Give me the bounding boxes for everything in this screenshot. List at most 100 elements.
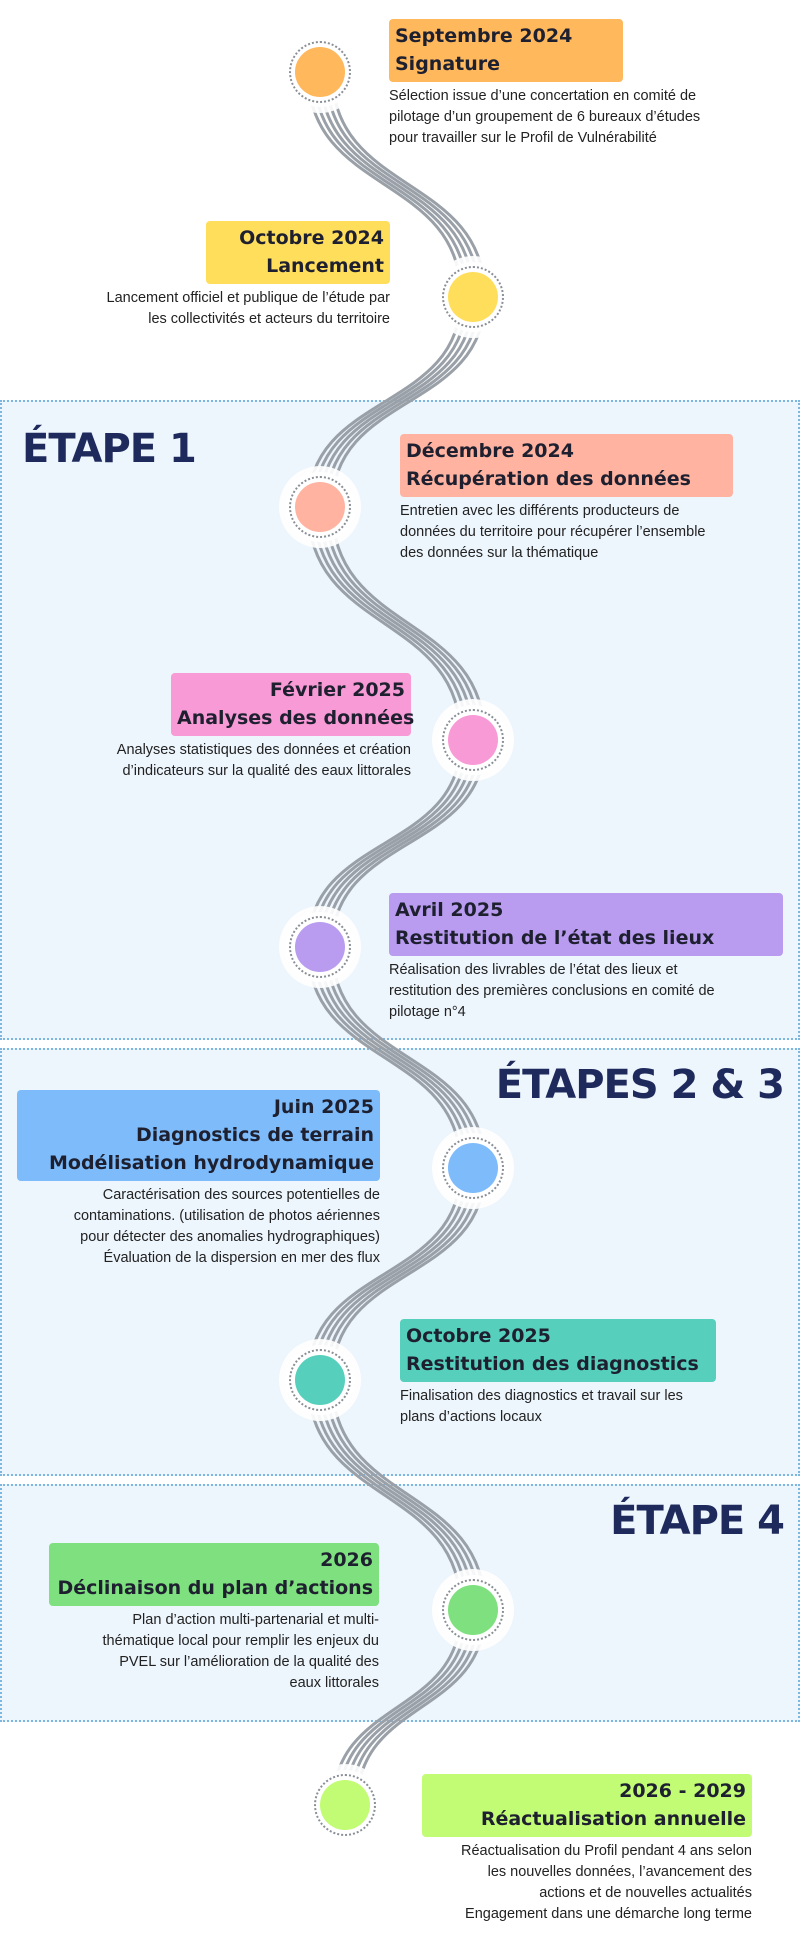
road-strand — [349, 1608, 481, 1807]
road-strand — [324, 295, 481, 509]
road-strand — [312, 945, 469, 1170]
road-strand — [318, 1166, 475, 1382]
event-tag: Décembre 2024 Récupération des données — [400, 434, 733, 497]
event-2026-2029: 2026 - 2029 Réactualisation annuelle Réa… — [400, 1774, 752, 1925]
node-dot — [448, 715, 498, 765]
event-title: Lancement — [266, 255, 384, 277]
event-title: Signature — [395, 53, 501, 75]
stage-2-3-panel: ÉTAPES 2 & 3 — [0, 1048, 800, 1476]
road-strand — [330, 1166, 487, 1382]
event-tag: Octobre 2024 Lancement — [206, 221, 390, 284]
timeline-node — [285, 1345, 355, 1415]
event-description: Caractérisation des sources potentielles… — [73, 1187, 380, 1266]
road-strand — [306, 1378, 463, 1612]
event-title: Réactualisation annuelle — [480, 1808, 746, 1830]
road-strand — [306, 738, 463, 949]
timeline-node — [285, 37, 355, 107]
event-date: Février 2025 — [269, 679, 405, 701]
event-title: Restitution des diagnostics — [406, 1353, 699, 1375]
node-dot — [448, 1143, 498, 1193]
event-2026: 2026 Déclinaison du plan d’actions Plan … — [40, 1543, 379, 1694]
road-strand — [355, 1608, 487, 1807]
road-strand — [306, 295, 463, 509]
road-strand — [324, 1166, 481, 1382]
road-strand — [306, 945, 463, 1170]
event-tag: Octobre 2025 Restitution des diagnostics — [400, 1319, 716, 1382]
node-dot — [320, 1780, 370, 1830]
node-dot — [448, 272, 498, 322]
event-description: Finalisation des diagnostics et travail … — [400, 1388, 683, 1425]
node-dot — [448, 1585, 498, 1635]
event-title-2: Modélisation hydrodynamique — [49, 1152, 374, 1174]
road-strand — [312, 1378, 469, 1612]
road-strand — [330, 295, 487, 509]
event-tag: 2026 - 2029 Réactualisation annuelle — [422, 1774, 752, 1837]
event-date: 2026 — [320, 1549, 373, 1571]
event-title: Déclinaison du plan d’actions — [57, 1577, 373, 1599]
road-strand — [343, 1608, 475, 1807]
stage-2-3-title: ÉTAPES 2 & 3 — [495, 1062, 785, 1108]
event-fevrier-2025: Février 2025 Analyses des données Analys… — [40, 673, 415, 782]
event-description: Réactualisation du Profil pendant 4 ans … — [461, 1843, 752, 1922]
event-octobre-2024: Octobre 2024 Lancement Lancement officie… — [40, 221, 390, 330]
road-strand — [337, 1608, 469, 1807]
timeline-node — [285, 912, 355, 982]
event-date: Décembre 2024 — [406, 440, 574, 462]
road-strand — [318, 1378, 475, 1612]
event-description: Lancement officiel et publique de l’étud… — [106, 290, 391, 327]
timeline-node — [438, 1133, 508, 1203]
road-strand — [330, 505, 487, 742]
event-description: Sélection issue d’une concertation en co… — [389, 88, 701, 146]
event-septembre-2024: Septembre 2024 Signature Sélection issue… — [389, 19, 779, 149]
road-strand — [331, 1608, 463, 1807]
road-strand — [324, 1378, 481, 1612]
road-strand — [312, 505, 469, 742]
event-description: Entretien avec les différents producteur… — [400, 503, 706, 561]
node-dot — [295, 47, 345, 97]
road-strand — [324, 945, 481, 1170]
event-date: Octobre 2024 — [239, 227, 384, 249]
road-strand — [318, 945, 475, 1170]
road-strand — [312, 295, 469, 509]
event-tag: Septembre 2024 Signature — [389, 19, 623, 82]
event-title: Analyses des données — [177, 707, 415, 729]
event-title: Restitution de l’état des lieux — [395, 927, 715, 949]
event-title: Récupération des données — [406, 468, 691, 490]
road-strand — [312, 1166, 469, 1382]
event-description: Réalisation des livrables de l’état des … — [389, 962, 715, 1020]
stage-1-title: ÉTAPE 1 — [22, 426, 197, 472]
road-strand — [330, 1378, 487, 1612]
road-strand — [330, 738, 487, 949]
timeline-node — [438, 1575, 508, 1645]
road-strand — [330, 945, 487, 1170]
node-dot — [295, 922, 345, 972]
event-date: Septembre 2024 — [395, 25, 573, 47]
event-avril-2025: Avril 2025 Restitution de l’état des lie… — [389, 893, 784, 1023]
event-description: Analyses statistiques des données et cré… — [116, 742, 411, 779]
timeline-node — [438, 262, 508, 332]
timeline-node — [285, 472, 355, 542]
timeline-node — [438, 705, 508, 775]
road-strand — [306, 1166, 463, 1382]
event-octobre-2025: Octobre 2025 Restitution des diagnostics… — [400, 1319, 780, 1428]
event-tag: Février 2025 Analyses des données — [171, 673, 415, 736]
node-dot — [295, 1355, 345, 1405]
event-date: Juin 2025 — [273, 1096, 374, 1118]
event-juin-2025: Juin 2025 Diagnostics de terrain Modélis… — [16, 1090, 380, 1269]
event-date: Octobre 2025 — [406, 1325, 551, 1347]
timeline-node — [310, 1770, 380, 1840]
road-strand — [324, 738, 481, 949]
event-decembre-2024: Décembre 2024 Récupération des données E… — [400, 434, 780, 564]
road-strand — [306, 70, 463, 299]
event-date: 2026 - 2029 — [619, 1780, 746, 1802]
road-strand — [318, 738, 475, 949]
stage-4-title: ÉTAPE 4 — [610, 1498, 785, 1544]
event-description: Plan d’action multi-partenarial et multi… — [102, 1612, 379, 1691]
road-strand — [318, 70, 475, 299]
road-strand — [330, 70, 487, 299]
event-tag: Juin 2025 Diagnostics de terrain Modélis… — [17, 1090, 380, 1181]
road-strand — [318, 295, 475, 509]
road-strand — [324, 505, 481, 742]
road-strand — [312, 70, 469, 299]
